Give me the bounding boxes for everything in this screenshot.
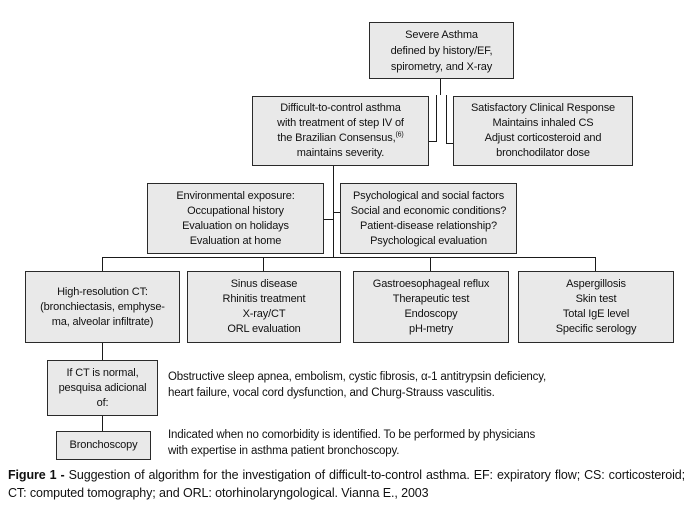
box-bronchoscopy: Bronchoscopy <box>56 431 151 460</box>
connector-drop-gerd <box>430 257 431 271</box>
box-gastroesophageal-reflux: Gastroesophageal reflux Therapeutic test… <box>353 271 509 343</box>
box-line: maintains severity. <box>296 147 385 159</box>
figure-caption: Figure 1 - Suggestion of algorithm for t… <box>8 467 685 502</box>
connector-split-left <box>436 95 437 142</box>
box-line: Bronchoscopy <box>69 439 138 451</box>
connector-ifct-to-bronchoscopy <box>102 416 103 431</box>
connector-drop-hrct <box>102 257 103 271</box>
connector-distribution-bar <box>102 257 596 258</box>
box-line: Psychological evaluation <box>370 234 487 247</box>
box-psychological-social: Psychological and social factors Social … <box>340 183 517 254</box>
box-line: Aspergillosis <box>566 278 626 290</box>
connector-middle-stem <box>333 166 334 258</box>
box-line-text: the Brazilian Consensus, <box>277 132 396 144</box>
box-line: Social and economic conditions? <box>350 204 507 217</box>
box-line: Patient-disease relationship? <box>360 219 497 232</box>
box-severe-asthma: Severe Asthma defined by history/EF, spi… <box>369 22 514 79</box>
box-line: ma, alveolar infiltrate) <box>51 315 154 328</box>
box-difficult-to-control: Difficult-to-control asthma with treatme… <box>252 96 429 166</box>
box-line: Occupational history <box>187 204 284 217</box>
box-line: pH-metry <box>408 323 454 335</box>
connector-hrct-to-ifct <box>102 343 103 360</box>
box-line: Skin test <box>575 293 617 305</box>
connector-severe-stem <box>440 79 441 95</box>
note-bronchoscopy-indication: Indicated when no comorbidity is identif… <box>168 427 688 459</box>
connector-stub-psychological <box>334 212 340 213</box>
box-line: Satisfactory Clinical Response <box>470 102 616 114</box>
box-line: Psychological and social factors <box>352 189 505 202</box>
connector-split-right <box>446 95 447 144</box>
note-line: Obstructive sleep apnea, embolism, cysti… <box>168 371 547 383</box>
box-line: Severe Asthma <box>405 28 478 41</box>
connector-drop-aspergillosis <box>595 257 596 271</box>
box-line: Sinus disease <box>230 278 298 290</box>
note-line: Indicated when no comorbidity is identif… <box>168 429 536 441</box>
note-comorbidities: Obstructive sleep apnea, embolism, cysti… <box>168 369 688 401</box>
box-line: Evaluation at home <box>189 234 282 247</box>
connector-drop-sinus <box>263 257 264 271</box>
figure-caption-label: Figure 1 - <box>8 468 65 482</box>
box-satisfactory-response: Satisfactory Clinical Response Maintains… <box>453 96 633 166</box>
box-if-ct-normal: If CT is normal, pesquisa adicional of: <box>47 360 158 416</box>
box-line: Evaluation on holidays <box>182 219 289 232</box>
box-line: Maintains inhaled CS <box>492 117 594 129</box>
note-line: with expertise in asthma patient broncho… <box>168 445 400 457</box>
box-line: If CT is normal, <box>66 366 139 379</box>
box-line: Rhinitis treatment <box>222 293 306 305</box>
connector-stub-difficult <box>429 141 437 142</box>
box-high-resolution-ct: High-resolution CT: (bronchiectasis, emp… <box>25 271 180 343</box>
box-line: of: <box>96 396 109 409</box>
box-line: Therapeutic test <box>392 293 470 305</box>
box-line: Adjust corticosteroid and <box>484 132 602 144</box>
box-line: with treatment of step IV of <box>277 117 404 129</box>
connector-stub-satisfactory <box>446 143 453 144</box>
box-line: Difficult-to-control asthma <box>280 102 401 114</box>
box-line: Environmental exposure: <box>176 189 295 202</box>
box-line: bronchodilator dose <box>496 147 590 159</box>
figure-caption-text: Suggestion of algorithm for the investig… <box>8 468 685 500</box>
box-line: defined by history/EF, <box>390 44 493 57</box>
box-line: (bronchiectasis, emphyse- <box>40 300 165 313</box>
box-line: the Brazilian Consensus,(6) <box>277 131 403 146</box>
box-line: spirometry, and X-ray <box>390 60 493 73</box>
box-line: High-resolution CT: <box>57 285 148 298</box>
box-aspergillosis: Aspergillosis Skin test Total IgE level … <box>518 271 674 343</box>
box-line: pesquisa adicional <box>58 381 147 394</box>
box-line: Endoscopy <box>404 308 458 320</box>
reference-superscript: (6) <box>395 131 404 139</box>
box-line: X-ray/CT <box>242 308 286 320</box>
box-line: Gastroesophageal reflux <box>372 278 490 290</box>
box-line: ORL evaluation <box>227 323 301 335</box>
box-sinus-disease: Sinus disease Rhinitis treatment X-ray/C… <box>187 271 341 343</box>
box-line: Specific serology <box>555 323 637 335</box>
connector-stub-environmental <box>324 219 333 220</box>
box-environmental-exposure: Environmental exposure: Occupational his… <box>147 183 324 254</box>
box-line: Total IgE level <box>562 308 630 320</box>
note-line: heart failure, vocal cord dysfunction, a… <box>168 387 495 399</box>
